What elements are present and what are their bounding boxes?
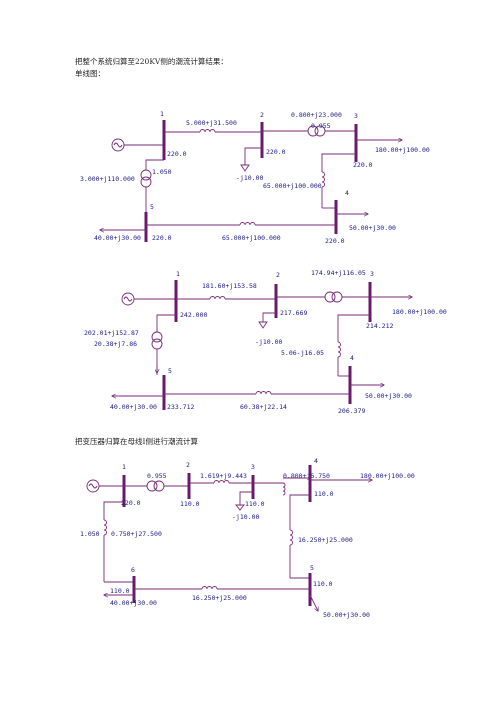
- bus-5-number: 5: [310, 564, 314, 572]
- bus-6-number: 6: [131, 566, 135, 574]
- line-12-inductor-icon: [199, 129, 216, 133]
- xfmr-34-impedance: 0.800+j6.750: [283, 472, 330, 480]
- single-line-label: 单线图：: [75, 69, 105, 78]
- bus-4-voltage: 206.379: [338, 407, 365, 415]
- bus-3-number: 3: [354, 112, 358, 120]
- ratio-left: 1.050: [80, 530, 100, 538]
- bus-2-voltage: 110.0: [180, 500, 200, 508]
- xfmr-23-impedance: 0.800+j23.000: [291, 111, 342, 119]
- line-54-impedance: 65.000+j100.000: [222, 234, 281, 242]
- bus-2-number: 2: [260, 111, 264, 119]
- line-65-impedance: 16.250+j25.000: [192, 594, 247, 602]
- bus-1-number: 1: [160, 110, 164, 118]
- load-6-value: 40.00+j30.00: [110, 599, 157, 607]
- line-12-impedance: 5.000+j31.500: [186, 119, 237, 127]
- load-5-value: 50.00+j30.00: [323, 611, 370, 619]
- load-4-value: 50.00+j30.00: [365, 392, 412, 400]
- bus-1-voltage: 242.000: [180, 311, 207, 319]
- xfmr-12-ratio: 0.955: [147, 472, 167, 480]
- gen-1-flow-b: 20.38+j7.86: [94, 340, 137, 348]
- bus-3-number: 3: [370, 270, 374, 278]
- bus-2-number: 2: [186, 461, 190, 469]
- bus-2-voltage: 220.0: [266, 148, 286, 156]
- bus-6-voltage: 110.0: [110, 587, 130, 595]
- gen-1-flow-a: 202.01+j152.87: [84, 329, 139, 337]
- xfmr-16-impedance: 0.750+j27.500: [111, 530, 162, 538]
- diagram-3: 1 220.0 0.955 2 110.0 1.619+j9.443 3 110…: [80, 457, 415, 619]
- section-heading: 把变压器归算在母线Ⅰ侧进行潮流计算: [75, 437, 198, 446]
- bus-5-voltage: 233.712: [167, 403, 194, 411]
- xfmr-15-impedance: 3.000+j110.000: [80, 175, 135, 183]
- shunt-2-value: -j10.00: [236, 174, 263, 182]
- bus-3-voltage: 220.0: [353, 161, 373, 169]
- bus-5-number: 5: [150, 203, 154, 211]
- flow-23: 174.94+j116.05: [311, 269, 366, 277]
- bus-3-voltage: 214.212: [366, 322, 393, 330]
- bus-4-voltage: 110.0: [314, 490, 334, 498]
- load-5-value: 40.00+j30.00: [94, 234, 141, 242]
- bus-5-number: 5: [168, 367, 172, 375]
- xfmr-23-icon: [307, 125, 319, 137]
- xfmr-16-icon: [103, 519, 107, 536]
- flow-12: 181.60+j153.58: [202, 282, 257, 290]
- xfmr-23-icon: [324, 291, 336, 303]
- line-45-impedance: 16.250+j25.000: [298, 536, 353, 544]
- shunt-2-icon: [258, 321, 268, 329]
- bus-4-number: 4: [345, 189, 349, 197]
- bus-2-voltage: 217.669: [280, 309, 307, 317]
- bus-3-number: 3: [251, 463, 255, 471]
- load-5-arrow: [309, 594, 318, 611]
- flow-54: 60.38+j22.14: [240, 403, 287, 411]
- xfmr-23-ratio: 0.955: [311, 122, 331, 130]
- bus-3-voltage: 110.0: [245, 500, 265, 508]
- diagram-1: 1 220.0 5.000+j31.500 2 220.0 -j10.00 0.…: [80, 110, 430, 245]
- diagram-2: 1 242.000 181.60+j153.58 2 217.669 -j10.…: [84, 269, 447, 415]
- shunt-2-value: -j10.00: [255, 338, 282, 346]
- load-5-value: 40.00+j30.00: [110, 403, 157, 411]
- bus-1-number: 1: [176, 270, 180, 278]
- bus-4-number: 4: [350, 354, 354, 362]
- page-heading: 把整个系统归算至220KV侧的潮流计算结果：: [75, 57, 228, 66]
- bus-1-number: 1: [122, 463, 126, 471]
- shunt-3-icon: [235, 504, 245, 511]
- xfmr-12-icon: [146, 480, 158, 492]
- bus-2-number: 2: [276, 271, 280, 279]
- load-3-value: 180.00+j100.00: [392, 308, 447, 316]
- line-34-impedance: 65.000+j100.000: [263, 182, 322, 190]
- line-34-inductor-icon: [321, 171, 325, 188]
- flow-34: 5.06-j16.05: [281, 349, 324, 357]
- load-4-value: 50.00+j30.00: [349, 224, 396, 232]
- xfmr-15-icon: [151, 331, 163, 343]
- bus-1-voltage: 220.0: [121, 499, 141, 507]
- xfmr-34-icon: [282, 482, 286, 496]
- line-23-impedance: 1.619+j9.443: [200, 472, 247, 480]
- xfmr-15-ratio: 1.050: [152, 168, 172, 176]
- load-4-value: 180.00+j100.00: [360, 472, 415, 480]
- bus-5-voltage: 110.0: [313, 580, 333, 588]
- bus-4-number: 4: [314, 457, 318, 465]
- generator-wave: [113, 142, 123, 148]
- line-54-inductor-icon: [239, 222, 256, 226]
- bus-4-voltage: 220.0: [325, 237, 345, 245]
- bus-1-voltage: 220.0: [167, 150, 187, 158]
- load-3-value: 180.00+j100.00: [375, 146, 430, 154]
- bus-5-voltage: 220.0: [152, 234, 172, 242]
- shunt-3-value: -j10.00: [232, 513, 259, 521]
- xfmr-15-icon: [140, 169, 152, 181]
- shunt-2-icon: [240, 164, 250, 172]
